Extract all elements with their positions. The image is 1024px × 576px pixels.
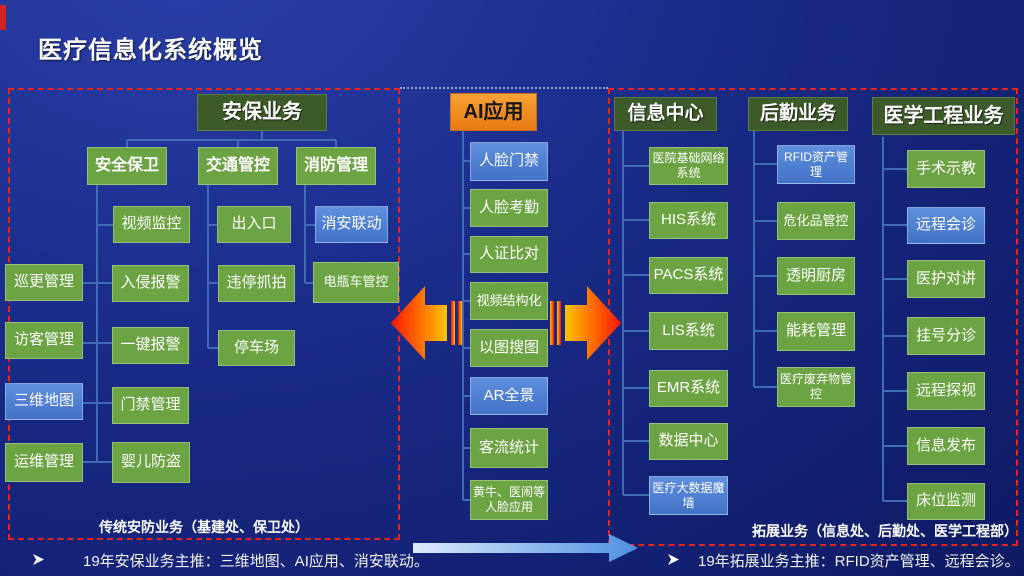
page-title: 医疗信息化系统概览 [38,37,263,64]
illegal-parking-capture-box: 违停抓拍 [218,265,295,302]
security-footnote: 19年安保业务主推：三维地图、AI应用、消安联动。 [83,553,429,570]
video-surveillance-box: 视频监控 [113,206,190,243]
expanded-footnote: 19年拓展业务主推：RFID资产管理、远程会诊。 [698,553,1020,570]
lis-system-box: LIS系统 [649,312,728,350]
left-flow-arrow [391,286,462,360]
bottom-transition-arrow [413,534,638,562]
info-center-header: 信息中心 [614,97,717,131]
energy-management-box: 能耗管理 [777,312,855,351]
fire-management-box: 消防管理 [296,147,376,185]
bed-monitoring-box: 床位监测 [907,483,985,520]
remote-consultation-box: 远程会诊 [907,207,985,244]
image-search-box: 以图搜图 [470,329,548,367]
big-data-wall-box: 医疗大数据魔墙 [649,476,728,515]
emr-system-box: EMR系统 [649,370,728,407]
parking-lot-box: 停车场 [218,330,295,366]
security-business-header: 安保业务 [197,94,327,131]
arrow-bullet-icon [668,554,679,565]
medical-waste-box: 医疗废弃物管控 [777,367,855,407]
expanded-business-caption: 拓展业务（信息处、后勤处、医学工程部） [752,523,1018,539]
hospital-network-box: 医院基础网络系统 [649,147,728,185]
fire-security-linkage-box: 消安联动 [315,206,388,243]
info-release-box: 信息发布 [907,427,985,465]
ai-application-header: AI应用 [450,93,537,131]
intrusion-alarm-box: 入侵报警 [112,265,189,302]
visitor-management-box: 访客管理 [5,322,83,359]
ebike-control-box: 电瓶车管控 [313,262,399,303]
3d-map-box: 三维地图 [5,383,83,420]
traditional-security-caption: 传统安防业务（基建处、保卫处） [99,519,309,535]
id-face-verify-box: 人证比对 [470,236,548,273]
patrol-management-box: 巡更管理 [5,264,83,301]
logistics-business-header: 后勤业务 [748,97,848,131]
access-control-box: 门禁管理 [112,387,189,424]
scalper-face-apps-box: 黄牛、医闹等人脸应用 [470,480,548,520]
arrow-bullet-icon [33,554,44,565]
medical-intercom-box: 医护对讲 [907,260,985,298]
remote-visiting-box: 远程探视 [907,372,985,410]
title-accent-bar [0,5,6,30]
surgery-teaching-box: 手术示教 [907,150,985,188]
medical-engineering-header: 医学工程业务 [872,97,1015,135]
right-flow-arrow [550,286,621,360]
pacs-system-box: PACS系统 [649,257,728,294]
traffic-control-box: 交通管控 [198,147,278,185]
one-key-alarm-box: 一键报警 [112,327,189,364]
region-divider-dotted-line [400,87,608,89]
transparent-kitchen-box: 透明厨房 [777,257,855,295]
video-structuring-box: 视频结构化 [470,282,548,320]
face-access-box: 人脸门禁 [470,142,548,181]
hazmat-control-box: 危化品管控 [777,202,855,240]
rfid-asset-box: RFID资产管理 [777,145,855,184]
baby-anti-theft-box: 婴儿防盗 [112,442,190,483]
passenger-flow-box: 客流统计 [470,428,548,468]
face-attendance-box: 人脸考勤 [470,189,548,227]
his-system-box: HIS系统 [649,202,728,239]
ops-management-box: 运维管理 [5,443,83,482]
ar-panorama-box: AR全景 [470,377,548,415]
data-center-box: 数据中心 [649,423,728,460]
safety-guard-box: 安全保卫 [87,147,167,185]
entrance-exit-box: 出入口 [217,206,291,243]
registration-triage-box: 挂号分诊 [907,317,985,355]
